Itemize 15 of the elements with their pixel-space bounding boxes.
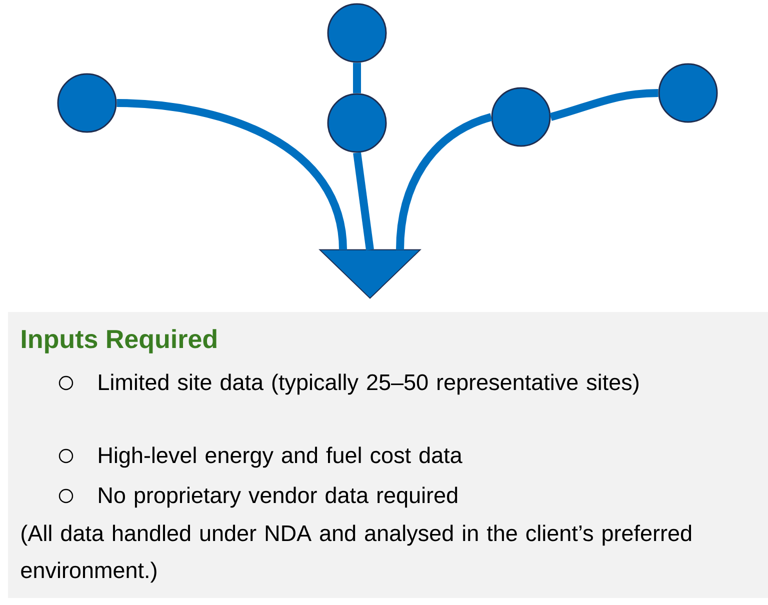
circle-node <box>327 3 387 63</box>
connector-line <box>353 62 361 94</box>
note-text: (All data handled under NDA and analysed in the client’s preferred environment.) <box>21 524 692 583</box>
circle-node <box>491 87 551 147</box>
circle-node <box>57 73 117 133</box>
bullet-item: No proprietary vendor data required <box>58 486 458 508</box>
connector-line <box>353 152 374 250</box>
circle-node <box>658 63 718 123</box>
bullet-item: High-level energy and fuel cost data <box>58 446 462 468</box>
connector-line <box>550 89 658 121</box>
bullet-item: Limited site data (typically 25–50 representative sites) <box>58 374 638 395</box>
circle-node <box>327 93 387 153</box>
heading: Inputs Required <box>22 329 216 354</box>
connector-line <box>116 99 347 250</box>
connector-line <box>396 113 493 250</box>
